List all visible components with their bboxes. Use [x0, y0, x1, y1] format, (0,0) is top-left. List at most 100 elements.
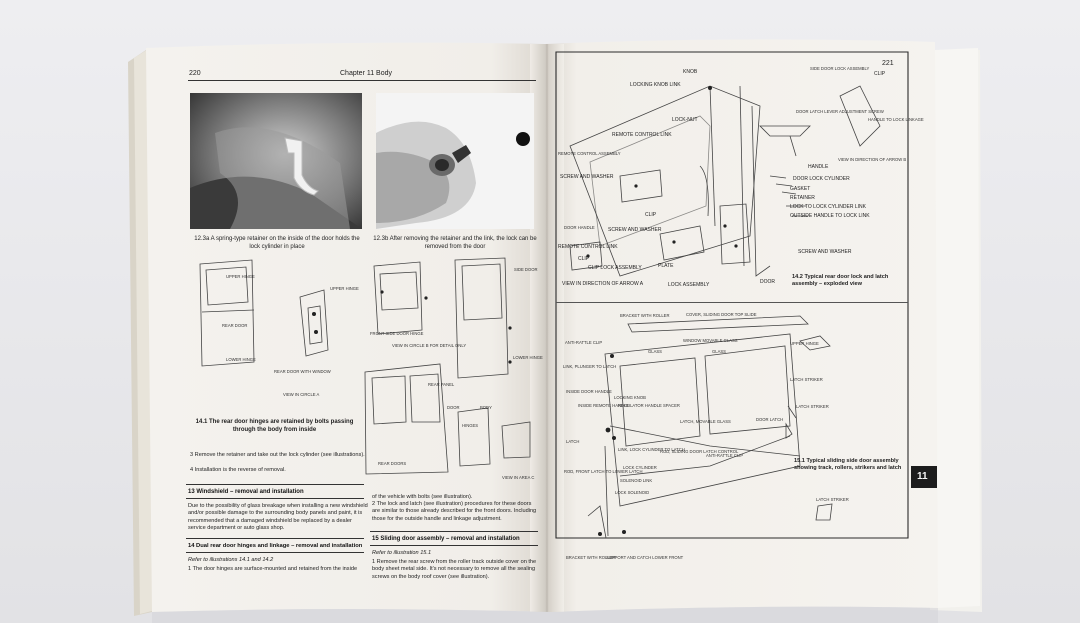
- label-remote-control-assembly: REMOTE CONTROL ASSEMBLY: [558, 151, 621, 156]
- label-latch-striker-2: LATCH STRIKER: [796, 404, 829, 409]
- chapter-tab: 11: [917, 471, 928, 482]
- label-link-lock-cylinder: LINK, LOCK CYLINDER TO LATCH: [618, 447, 685, 452]
- section-14-ref: Refer to illustrations 14.1 and 14.2: [188, 557, 274, 563]
- label-body: BODY: [480, 405, 492, 410]
- label-gasket: GASKET: [790, 186, 811, 192]
- label-upper-hinge: UPPER HINGE: [226, 274, 255, 279]
- label-side-door-lock-assembly: SIDE DOOR LOCK ASSEMBLY: [810, 66, 870, 71]
- right-page-number: 221: [882, 60, 894, 67]
- col2-text-2: 2 The lock and latch (see illustration) …: [372, 501, 537, 522]
- section-13-title: 13 Windshield – removal and installation: [188, 489, 304, 495]
- label-door: DOOR: [447, 405, 460, 410]
- header-rule: [188, 80, 536, 81]
- label-clip-3: CLIP: [874, 71, 886, 77]
- section-14-title: 14 Dual rear door hinges and linkage – r…: [188, 543, 363, 549]
- rule-15-top: [370, 531, 538, 532]
- col2-text-1: of the vehicle with bolts (see illustrat…: [372, 494, 473, 500]
- label-latch-striker: LATCH STRIKER: [790, 377, 823, 382]
- rule-14-top: [186, 538, 364, 539]
- label-window-movable-glass: WINDOW MOVABLE GLASS: [683, 338, 738, 343]
- label-regulator-handle-spacer: REGULATOR HANDLE SPACER: [618, 403, 680, 408]
- label-view-arrow-a: VIEW IN DIRECTION OF ARROW A: [562, 281, 644, 287]
- label-door-right: DOOR: [760, 279, 775, 285]
- label-anti-rattle-clip-2: ANTI-RATTLE CLIP: [706, 453, 744, 458]
- caption-12-3a: 12.3a A spring-type retainer on the insi…: [194, 236, 360, 250]
- diagram-14-2: [569, 85, 881, 277]
- label-outside-handle-to-lock-link: OUTSIDE HANDLE TO LOCK LINK: [790, 213, 870, 219]
- left-running-header: Chapter 11 Body: [340, 70, 393, 77]
- para-4: 4 Installation is the reverse of removal…: [190, 467, 286, 473]
- para-3: 3 Remove the retainer and take out the l…: [190, 452, 365, 458]
- section-14-para-1: 1 The door hinges are surface-mounted an…: [188, 566, 358, 572]
- label-bracket-with-roller-2: BRACKET WITH ROLLER: [566, 555, 616, 560]
- label-glass-2: GLASS: [712, 349, 726, 354]
- section-13-text: Due to the possibility of glass breakage…: [188, 503, 368, 532]
- label-clip-2: CLIP: [578, 256, 590, 262]
- label-support-and-catch: SUPPORT AND CATCH LOWER FRONT: [606, 555, 684, 560]
- label-rear-door-window: REAR DOOR WITH WINDOW: [274, 369, 331, 374]
- photo-12-3b: [376, 93, 534, 229]
- label-lock-nut: LOCK-NUT: [672, 117, 698, 123]
- label-door-latch-lever: DOOR LATCH LEVER ADJUSTMENT SCREW: [796, 109, 884, 114]
- label-door-latch: DOOR LATCH: [756, 417, 784, 422]
- label-view-circle-b: VIEW IN CIRCLE B FOR DETAIL ONLY: [392, 343, 467, 348]
- label-retainer: RETAINER: [790, 195, 815, 201]
- label-front-side-door-hinge: FRONT SIDE DOOR HINGE: [370, 331, 424, 336]
- caption-14-1: 14.1 The rear door hinges are retained b…: [195, 419, 354, 433]
- label-glass: GLASS: [648, 349, 662, 354]
- label-latch-movable-glass: LATCH, MOVABLE GLASS: [680, 419, 731, 424]
- section-15-title: 15 Sliding door assembly – removal and i…: [372, 536, 520, 542]
- diagram-14-1: [199, 257, 531, 475]
- label-plate: PLATE: [658, 263, 674, 269]
- section-15-ref: Refer to illustration 15.1: [372, 550, 432, 556]
- label-handle: HANDLE: [808, 164, 829, 170]
- label-screw-washer-1: SCREW AND WASHER: [560, 174, 614, 180]
- rule-15-bottom: [370, 545, 538, 546]
- label-lock-assembly: LOCK ASSEMBLY: [668, 282, 710, 288]
- label-upper-hinge-right: UPPER HINGE: [790, 341, 819, 346]
- label-side-door: SIDE DOOR: [514, 267, 538, 272]
- label-upper-hinge-mid: UPPER HINGE: [330, 286, 359, 291]
- label-lock-to-lock-cylinder-link: LOCK TO LOCK CYLINDER LINK: [790, 204, 866, 210]
- section-15-para-1: 1 Remove the rear screw from the roller …: [372, 559, 537, 580]
- label-clip: CLIP: [645, 212, 657, 218]
- label-inside-remote-handle: INSIDE REMOTE HANDLE: [578, 403, 630, 408]
- label-clip-lock-assembly: CLIP LOCK ASSEMBLY: [588, 265, 642, 271]
- label-rod-front-latch: ROD, FRONT LATCH TO LOWER LATCH: [564, 469, 643, 474]
- label-rear-panel: REAR PANEL: [428, 382, 455, 387]
- label-locking-knob: LOCKING KNOB: [614, 395, 646, 400]
- label-door-handle: DOOR HANDLE: [564, 225, 595, 230]
- label-rod-sliding-door: ROD, SLIDING DOOR LATCH CONTROL: [660, 449, 739, 454]
- caption-12-3b: 12.3b After removing the retainer and th…: [373, 236, 537, 250]
- label-cover-sliding-door: COVER, SLIDING DOOR TOP SLIDE: [686, 312, 757, 317]
- label-latch: LATCH: [566, 439, 580, 444]
- label-screw-washer-2: SCREW AND WASHER: [608, 227, 662, 233]
- label-view-circle-a: VIEW IN CIRCLE A: [283, 392, 320, 397]
- rule-14-bottom: [186, 552, 364, 553]
- label-door-lock-cylinder: DOOR LOCK CYLINDER: [793, 176, 850, 182]
- label-lower-hinge: LOWER HINGE: [226, 357, 256, 362]
- label-latch-striker-3: LATCH STRIKER: [816, 497, 849, 502]
- label-rear-doors: REAR DOORS: [378, 461, 407, 466]
- label-handle-to-lock-linkage: HANDLE TO LOCK LINKAGE: [868, 117, 924, 122]
- diagram-divider: [556, 302, 908, 303]
- label-bracket-with-roller: BRACKET WITH ROLLER: [620, 313, 670, 318]
- label-view-area-c: VIEW IN AREA C: [502, 475, 535, 480]
- label-link-plunger: LINK, PLUNGER TO LATCH: [563, 364, 617, 369]
- label-solenoid-link: SOLENOID LINK: [620, 478, 653, 483]
- label-hinges: HINGES: [462, 423, 479, 428]
- left-page-number: 220: [189, 70, 201, 77]
- rule-13-top: [186, 484, 364, 485]
- label-view-arrow-b: VIEW IN DIRECTION OF ARROW B: [838, 157, 907, 162]
- label-locking-knob-link: LOCKING KNOB LINK: [630, 82, 681, 88]
- label-lower-hinge-right: LOWER HINGE: [513, 355, 543, 360]
- label-anti-rattle-clip: ANTI-RATTLE CLIP: [565, 340, 603, 345]
- diagram-15-1: [587, 315, 833, 538]
- label-remote-control-link: REMOTE CONTROL LINK: [612, 132, 672, 138]
- label-lock-cylinder: LOCK CYLINDER: [623, 465, 657, 470]
- label-knob: KNOB: [683, 69, 698, 75]
- caption-14-2: 14.2 Typical rear door lock and latch as…: [792, 274, 889, 287]
- label-inside-door-handle: INSIDE DOOR HANDLE: [566, 389, 612, 394]
- photo-12-3a: [190, 93, 362, 229]
